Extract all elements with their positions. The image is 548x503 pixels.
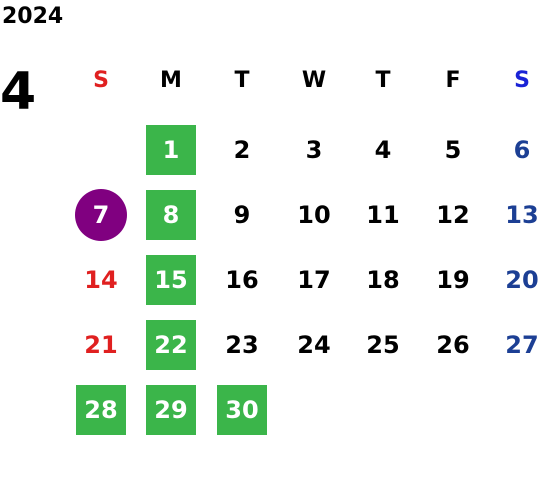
calendar-day[interactable]: 26 — [436, 331, 470, 359]
calendar-day[interactable]: 19 — [436, 266, 470, 294]
calendar-day[interactable]: 30 — [217, 385, 267, 435]
calendar-day[interactable]: 22 — [146, 320, 196, 370]
calendar-day[interactable]: 11 — [366, 201, 400, 229]
calendar-day[interactable]: 4 — [374, 136, 392, 164]
calendar-day[interactable]: 8 — [146, 190, 196, 240]
calendar-day[interactable]: 2 — [233, 136, 251, 164]
weekday-label: F — [445, 68, 461, 93]
calendar-day[interactable]: 17 — [297, 266, 331, 294]
weekday-label: S — [514, 68, 530, 93]
calendar-day[interactable]: 7 — [75, 189, 127, 241]
calendar-day[interactable]: 9 — [233, 201, 251, 229]
calendar-day[interactable]: 16 — [225, 266, 259, 294]
calendar-day[interactable]: 12 — [436, 201, 470, 229]
calendar-day[interactable]: 28 — [76, 385, 126, 435]
weekday-label: T — [234, 68, 250, 93]
calendar-day[interactable]: 21 — [84, 331, 118, 359]
calendar-day[interactable]: 14 — [84, 266, 118, 294]
calendar-day[interactable]: 15 — [146, 255, 196, 305]
weekday-label: S — [93, 68, 109, 93]
calendar-day[interactable]: 20 — [505, 266, 539, 294]
calendar-year: 2024 — [2, 4, 64, 29]
calendar-day[interactable]: 10 — [297, 201, 331, 229]
calendar-day[interactable]: 29 — [146, 385, 196, 435]
calendar-month: 4 — [0, 62, 37, 122]
calendar-day[interactable]: 25 — [366, 331, 400, 359]
calendar-day[interactable]: 6 — [513, 136, 531, 164]
weekday-label: M — [160, 68, 182, 93]
weekday-label: T — [375, 68, 391, 93]
weekday-label: W — [301, 68, 327, 93]
calendar-day[interactable]: 3 — [305, 136, 323, 164]
calendar-day[interactable]: 5 — [444, 136, 462, 164]
calendar-day[interactable]: 24 — [297, 331, 331, 359]
calendar-day[interactable]: 13 — [505, 201, 539, 229]
calendar-day[interactable]: 23 — [225, 331, 259, 359]
calendar-day[interactable]: 1 — [146, 125, 196, 175]
calendar-day[interactable]: 18 — [366, 266, 400, 294]
calendar-day[interactable]: 27 — [505, 331, 539, 359]
